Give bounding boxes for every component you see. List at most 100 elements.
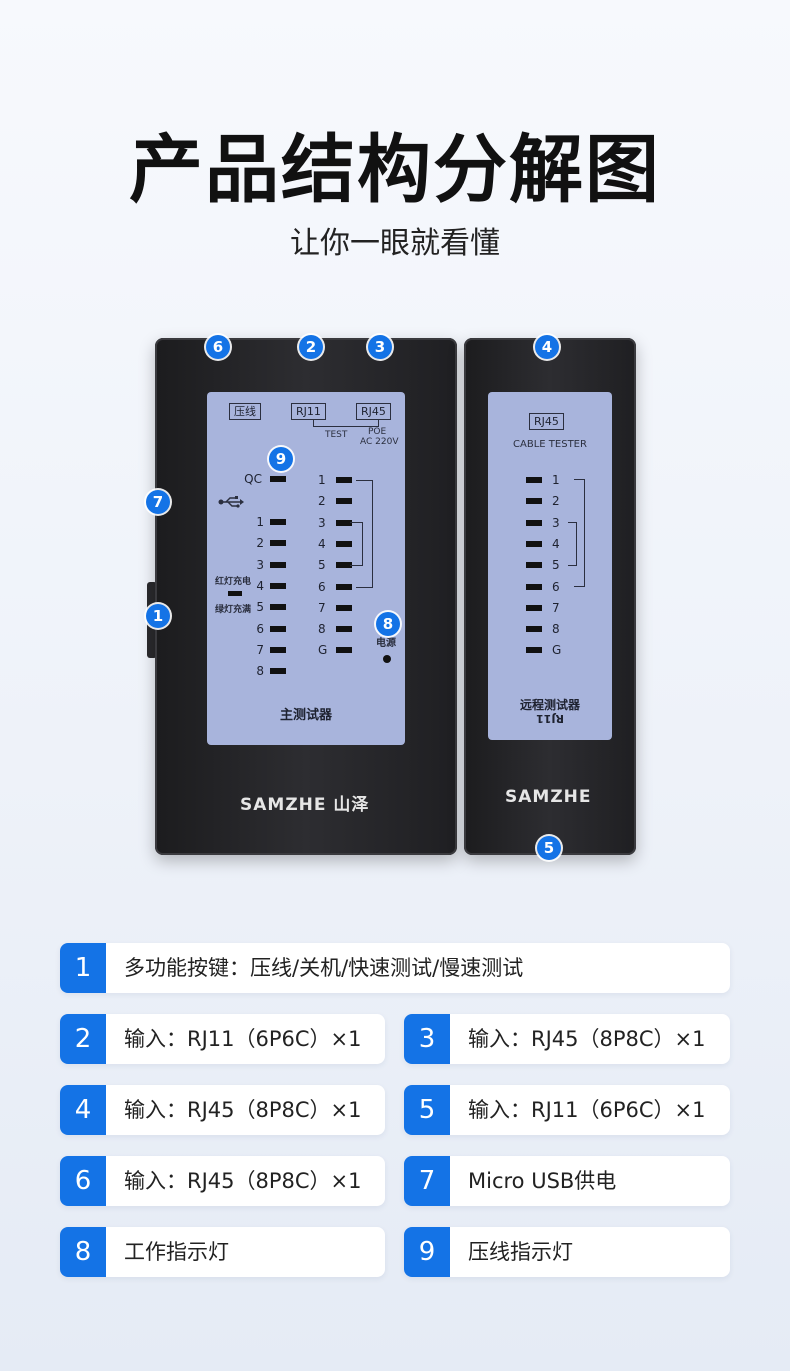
legend-badge: 3: [404, 1014, 450, 1064]
callout-4: 4: [535, 335, 559, 359]
main-right-pin-label: G: [318, 643, 328, 658]
main-right-pin-led: [336, 498, 352, 505]
main-right-pin-led: [336, 519, 352, 526]
main-right-pin-label: 6: [318, 579, 326, 594]
main-left-pin-led: [270, 625, 286, 632]
test-label: TEST: [325, 430, 348, 440]
main-right-pin-label: 5: [318, 558, 326, 573]
page-subtitle: 让你一眼就看懂: [290, 226, 500, 261]
legend-item-7: 7 Micro USB供电: [404, 1156, 730, 1206]
main-left-pin-label: 2: [256, 536, 264, 551]
callout-7: 7: [146, 490, 170, 514]
callout-8: 8: [376, 612, 400, 636]
remote-pin-label: 8: [552, 622, 560, 637]
remote-pin-label: 5: [552, 558, 560, 573]
remote-pin-label: G: [552, 643, 562, 658]
remote-pin-label: 3: [552, 515, 560, 530]
main-brand: SAMZHE 山泽: [240, 795, 370, 815]
remote-pin-label: 4: [552, 536, 560, 551]
poe-label: POE: [368, 427, 387, 437]
legend-badge: 4: [60, 1085, 106, 1135]
rj11-tag: RJ11: [291, 403, 326, 420]
rj45-tag: RJ45: [356, 403, 391, 420]
legend-text: 输入：RJ45（8P8C）×1: [468, 1027, 706, 1051]
test-bracket: [313, 420, 379, 427]
legend-badge: 9: [404, 1227, 450, 1277]
remote-brand: SAMZHE: [505, 787, 592, 807]
main-left-pin-label: 8: [256, 664, 264, 679]
usb-icon: [218, 496, 244, 512]
main-right-pin-led: [336, 477, 352, 483]
legend-item-4: 4 输入：RJ45（8P8C）×1: [60, 1085, 385, 1135]
power-led: [383, 655, 391, 663]
main-tester-name: 主测试器: [279, 708, 332, 723]
legend-badge: 6: [60, 1156, 106, 1206]
main-left-pin-led: [270, 582, 286, 589]
power-label: 电源: [376, 638, 396, 649]
main-pair-bracket: [356, 480, 373, 588]
legend-text: 多功能按键：压线/关机/快速测试/慢速测试: [124, 956, 524, 980]
main-right-pin-led: [336, 626, 352, 633]
main-left-pin-led: [270, 646, 286, 653]
callout-3: 3: [368, 335, 392, 359]
main-left-pin-led: [270, 604, 286, 611]
remote-pin-led: [526, 583, 542, 590]
legend-badge: 5: [404, 1085, 450, 1135]
main-right-pin-label: 3: [318, 515, 326, 530]
legend-text: 输入：RJ11（6P6C）×1: [124, 1027, 362, 1051]
qc-led: [270, 476, 286, 482]
main-left-pin-label: 4: [256, 578, 264, 593]
main-right-pin-led: [336, 540, 352, 547]
legend-item-5: 5 输入：RJ11（6P6C）×1: [404, 1085, 730, 1135]
remote-pair-bracket: [574, 479, 585, 587]
legend-item-3: 3 输入：RJ45（8P8C）×1: [404, 1014, 730, 1064]
main-left-pin-led: [270, 561, 286, 568]
main-left-pin-label: 6: [256, 621, 264, 636]
legend-text: 输入：RJ45（8P8C）×1: [124, 1169, 362, 1193]
page-title: 产品结构分解图: [129, 127, 661, 213]
main-left-pin-label: 5: [256, 600, 264, 615]
main-right-pin-label: 1: [318, 473, 326, 487]
red-charge-label: 红灯充电: [215, 577, 252, 587]
callout-1: 1: [146, 604, 170, 628]
remote-pin-led: [526, 604, 542, 611]
main-right-pin-label: 7: [318, 600, 326, 615]
cable-tester-label: CABLE TESTER: [513, 439, 587, 450]
main-right-pin-label: 2: [318, 494, 326, 509]
remote-pin-label: 2: [552, 494, 560, 509]
remote-rj11-label: RJ11: [536, 712, 564, 725]
legend-item-6: 6 输入：RJ45（8P8C）×1: [60, 1156, 385, 1206]
main-right-pin-led: [336, 647, 352, 654]
main-inner-bracket: [350, 522, 363, 566]
legend-text: 输入：RJ45（8P8C）×1: [124, 1098, 362, 1122]
main-left-pin-label: 1: [256, 515, 264, 529]
remote-rj45-tag: RJ45: [529, 413, 564, 430]
main-right-pin-label: 4: [318, 536, 326, 551]
remote-pin-label: 7: [552, 600, 560, 615]
charge-led: [228, 591, 242, 596]
legend-text: 压线指示灯: [468, 1240, 573, 1264]
callout-6: 6: [206, 335, 230, 359]
main-right-pin-led: [336, 583, 352, 590]
legend-badge: 7: [404, 1156, 450, 1206]
legend-badge: 8: [60, 1227, 106, 1277]
remote-pin-led: [526, 647, 542, 654]
legend-text: 工作指示灯: [124, 1240, 229, 1264]
legend-item-8: 8 工作指示灯: [60, 1227, 385, 1277]
legend-text: Micro USB供电: [468, 1169, 617, 1193]
callout-2: 2: [299, 335, 323, 359]
remote-pin-label: 6: [552, 579, 560, 594]
callout-5: 5: [537, 836, 561, 860]
remote-pin-led: [526, 562, 542, 569]
remote-tester-panel: [488, 392, 612, 740]
legend-badge: 2: [60, 1014, 106, 1064]
main-left-pin-label: 7: [256, 642, 264, 657]
legend-item-1: 1 多功能按键：压线/关机/快速测试/慢速测试: [60, 943, 730, 993]
legend-item-2: 2 输入：RJ11（6P6C）×1: [60, 1014, 385, 1064]
ac-label: AC 220V: [360, 437, 399, 447]
main-right-pin-label: 8: [318, 622, 326, 637]
main-left-pin-led: [270, 540, 286, 547]
remote-pin-led: [526, 626, 542, 633]
qc-label: QC: [244, 472, 262, 486]
remote-inner-bracket: [568, 522, 577, 566]
